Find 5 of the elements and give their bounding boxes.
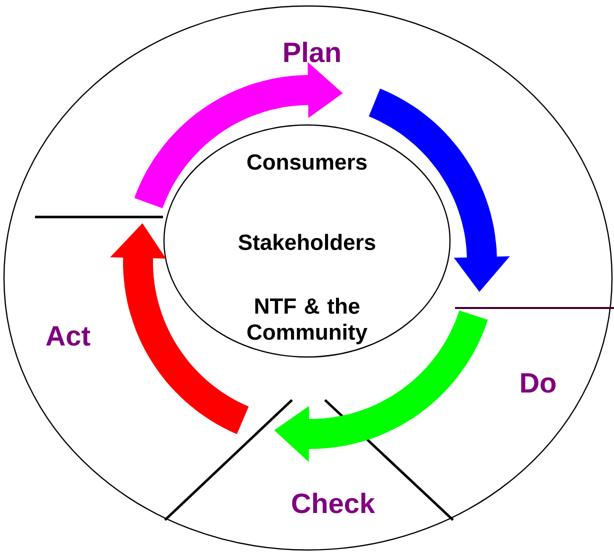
ring-circle: [3, 5, 613, 551]
phase-label: Act: [46, 326, 90, 346]
phase-label: Plan: [284, 42, 340, 62]
phase-label: Check: [292, 492, 376, 514]
phase-label: Do: [521, 373, 556, 393]
